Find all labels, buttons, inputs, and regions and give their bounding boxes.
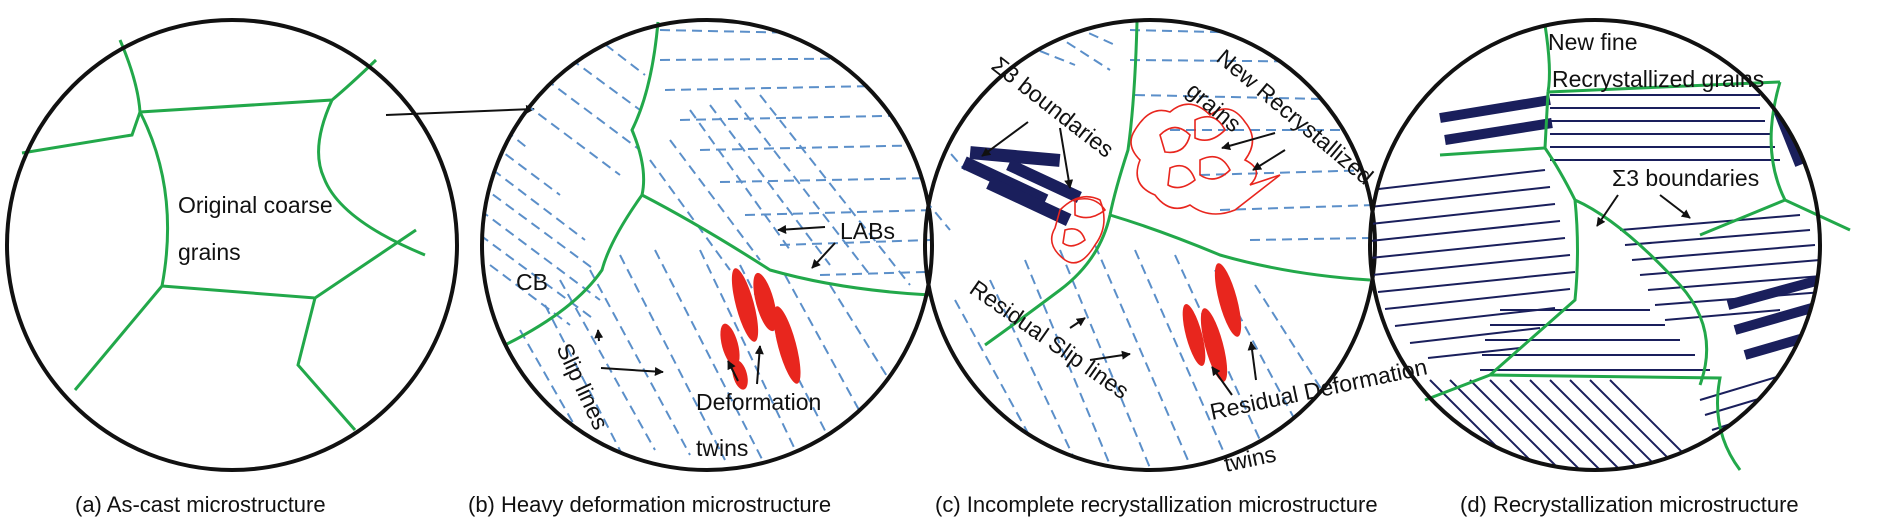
twin-stripes-d-bottom-left	[1429, 379, 1701, 470]
slip-lines-c-upper-right	[1129, 29, 1375, 241]
grain-boundaries-d	[1424, 24, 1851, 471]
twin-stripes-d-center	[1619, 214, 1820, 321]
panel-a: Original coarse grains	[5, 18, 459, 472]
label-labs: LABs	[840, 218, 895, 244]
twin-stripes-d-left	[1370, 169, 1576, 359]
twin-stripes-d-bottom-center	[1480, 309, 1710, 371]
caption-c: (c) Incomplete recrystallization microst…	[935, 492, 1378, 517]
panel-c: Σ3 boundaries New Recrystallized grains …	[923, 18, 1430, 477]
twin-stripes-d-top	[1550, 94, 1780, 161]
annealing-twins-c	[961, 146, 1082, 226]
label-slip-lines: Slip lines	[551, 339, 613, 433]
label-original-coarse: Original coarse	[178, 192, 333, 218]
slip-lines-b-middle	[649, 94, 911, 286]
arrows-b	[594, 224, 836, 385]
label-deformation: Deformation	[696, 389, 821, 415]
transition-arrow	[385, 104, 535, 116]
circle-c	[923, 18, 1377, 472]
label-new-fine: New fine	[1548, 29, 1637, 55]
twin	[773, 306, 801, 384]
deformation-twins-b	[720, 268, 801, 390]
twin	[1200, 308, 1228, 382]
annealing-twin	[986, 176, 1072, 226]
arrows-c	[981, 121, 1286, 396]
label-sigma3-boundaries-d: Σ3 boundaries	[1612, 165, 1759, 191]
label-residual-deformation: Residual Deformation	[1208, 353, 1430, 424]
label-twins-c: twins	[1222, 441, 1279, 477]
twin	[753, 272, 777, 332]
circle-d	[1368, 18, 1822, 472]
grain-boundaries-a	[21, 39, 426, 431]
slip-lines-c-lower	[939, 244, 1326, 469]
caption-b: (b) Heavy deformation microstructure	[468, 492, 831, 517]
arrows-d	[1596, 194, 1691, 227]
deformation-twins-c	[1182, 263, 1242, 382]
caption-d: (d) Recrystallization microstructure	[1460, 492, 1799, 517]
twin	[731, 268, 759, 342]
twin	[1214, 263, 1242, 337]
label-grains-c: grains	[1182, 77, 1247, 137]
annealing-twin	[1006, 159, 1082, 203]
caption-a: (a) As-cast microstructure	[75, 492, 326, 517]
label-grains-a: grains	[178, 239, 241, 265]
grain-boundaries-c	[984, 21, 1371, 347]
circle-a	[5, 18, 459, 472]
label-recrystallized-grains: Recrystallized grains	[1552, 66, 1764, 92]
circle-b	[480, 18, 934, 472]
annealing-twin	[969, 146, 1061, 167]
panel-d: New fine Recrystallized grains Σ3 bounda…	[1368, 18, 1851, 472]
label-sigma3-boundaries-c: Σ3 boundaries	[987, 51, 1119, 162]
twin	[720, 323, 740, 367]
twin	[1182, 304, 1206, 366]
label-twins-b: twins	[696, 435, 748, 461]
recrystallized-grains-c	[1050, 103, 1281, 264]
label-cb: CB	[516, 269, 548, 295]
panel-b: CB LABs Slip lines Deformation twins	[480, 18, 934, 472]
grain-boundaries-b	[504, 21, 931, 347]
twin	[732, 360, 748, 390]
